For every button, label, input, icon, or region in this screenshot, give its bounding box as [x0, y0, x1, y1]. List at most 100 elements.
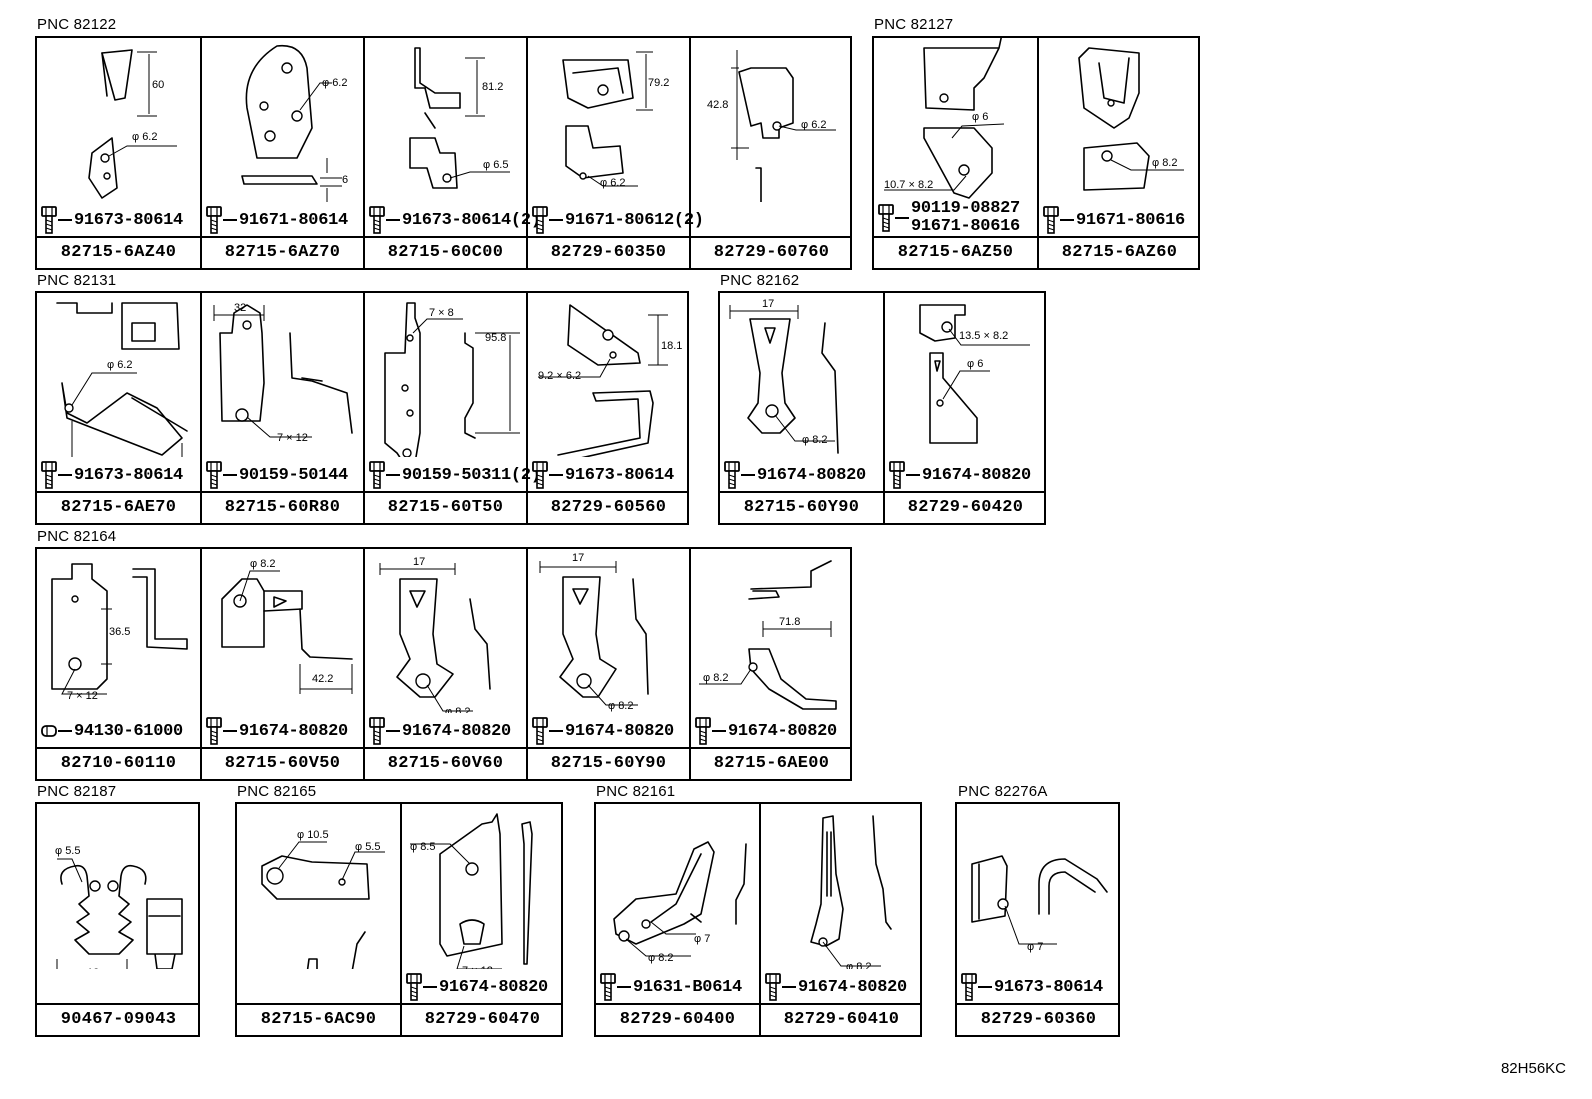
dimension-label: 81.2: [482, 81, 503, 93]
part-number[interactable]: 82715-60Y90: [720, 491, 883, 523]
bolt-icon: [532, 206, 548, 234]
part-number[interactable]: 82710-60110: [37, 747, 200, 779]
dimension-label: 13.5 × 8.2: [959, 330, 1008, 342]
part-number[interactable]: 82715-6AZ50: [874, 236, 1037, 268]
part-number[interactable]: 82729-60420: [885, 491, 1046, 523]
dimension-label: φ 8.2: [703, 672, 728, 684]
part-number[interactable]: 82729-60560: [528, 491, 689, 523]
part-number[interactable]: 82715-60T50: [365, 491, 526, 523]
fastener-callout: 91674-80820: [889, 461, 1031, 489]
part-number[interactable]: 82715-6AZ70: [202, 236, 363, 268]
leader-line: [223, 219, 237, 221]
bolt-icon: [206, 461, 222, 489]
bolt-icon: [1043, 206, 1059, 234]
fastener-number: 91674-80820: [922, 465, 1031, 485]
fastener-callout: 91631-B0614: [600, 973, 742, 1001]
part-number[interactable]: 82715-60Y90: [528, 747, 689, 779]
dimension-label: φ 5.5: [55, 845, 80, 857]
part-number[interactable]: 82729-60760: [691, 236, 852, 268]
part-number[interactable]: 90467-09043: [37, 1003, 200, 1035]
bolt-icon: [369, 206, 385, 234]
pnc-label: PNC 82165: [237, 783, 317, 800]
part-cell[interactable]: 71.8 φ 8.2 91674-80820 82715-6AE00: [689, 549, 852, 779]
part-number[interactable]: 82729-60470: [402, 1003, 563, 1035]
pnc-label: PNC 82164: [37, 528, 117, 545]
part-number[interactable]: 82715-6AZ40: [37, 236, 200, 268]
leader-line: [895, 217, 909, 219]
part-cell[interactable]: φ 5.51890467-09043: [37, 804, 200, 1035]
pnc-label: PNC 82187: [37, 783, 117, 800]
leader-line: [549, 730, 563, 732]
bolt-icon: [532, 461, 548, 489]
dimension-label: 60: [152, 79, 164, 91]
part-illustration: φ 8.2: [810, 815, 892, 969]
part-illustration: φ 8.2: [1078, 47, 1184, 191]
part-number[interactable]: 82729-60410: [761, 1003, 922, 1035]
dimension-label: 6: [342, 174, 348, 186]
fastener-number: 91674-80820: [757, 465, 866, 485]
dimension-label: φ 8.2: [445, 706, 470, 713]
bolt-icon: [600, 973, 616, 1001]
dimension-label: 71.8: [779, 616, 800, 628]
fastener-number: 90159-50144: [239, 465, 348, 485]
leader-line: [712, 730, 726, 732]
fastener-number: 90119-08827: [911, 199, 1020, 218]
dimension-label: φ 8.2: [608, 700, 633, 712]
part-number[interactable]: 82715-60R80: [202, 491, 363, 523]
dimension-label: 79.2: [648, 77, 669, 89]
part-illustration: 17φ 8.2: [729, 298, 839, 454]
leader-line: [978, 986, 992, 988]
dimension-label: 7 × 8: [429, 307, 454, 319]
part-illustration: φ 6.2104: [56, 302, 188, 457]
part-illustration: φ 7φ 8.2: [613, 841, 747, 964]
part-number[interactable]: 82729-60350: [528, 236, 689, 268]
dimension-label: φ 7: [1027, 941, 1043, 953]
part-number[interactable]: 82715-6AC90: [237, 1003, 400, 1035]
part-number[interactable]: 82715-60V50: [202, 747, 363, 779]
bolt-icon: [41, 206, 57, 234]
pnc-label: PNC 82127: [874, 16, 954, 33]
part-number[interactable]: 82715-6AE00: [691, 747, 852, 779]
fastener-callout: 90159-50311(2): [369, 461, 541, 489]
part-number[interactable]: 82715-6AZ60: [1039, 236, 1200, 268]
part-illustration: φ 6.26: [241, 44, 348, 202]
part-number[interactable]: 82715-6AE70: [37, 491, 200, 523]
leader-line: [58, 730, 72, 732]
part-number[interactable]: 82729-60360: [957, 1003, 1120, 1035]
part-illustration: 60φ 6.2: [88, 49, 177, 199]
part-number[interactable]: 82715-60V60: [365, 747, 526, 779]
bolt-icon: [206, 206, 222, 234]
fastener-number: 91674-80820: [728, 721, 837, 741]
part-number[interactable]: 82729-60400: [596, 1003, 759, 1035]
bolt-icon: [206, 717, 222, 745]
part-illustration: 42.8φ 6.2: [707, 50, 836, 202]
fastener-number: 91671-80616: [911, 217, 1020, 236]
fastener-callout: 91671-80616: [1043, 206, 1185, 234]
part-number[interactable]: 82715-60C00: [365, 236, 526, 268]
fastener-callout: 91674-80820: [724, 461, 866, 489]
